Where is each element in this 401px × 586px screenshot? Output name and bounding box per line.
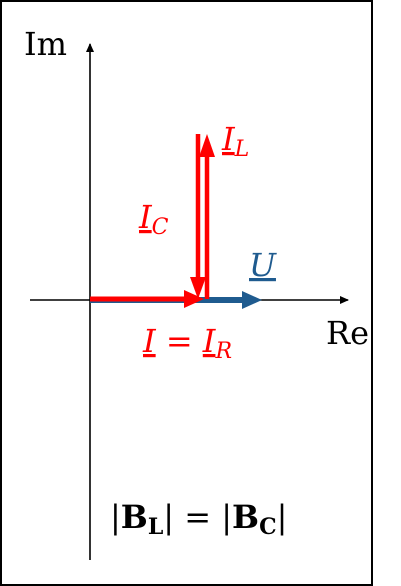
current-C-head <box>190 277 206 299</box>
voltage-label: U <box>249 246 277 284</box>
current-L-head <box>199 134 215 157</box>
real-axis-label: Re <box>326 314 369 352</box>
resonance-condition: |BL| = |BC| <box>110 498 287 540</box>
voltage-phasor-head <box>242 291 262 309</box>
diagram-frame <box>0 0 373 586</box>
current-total-label: I = IR <box>142 322 232 364</box>
current-total-head <box>184 290 204 308</box>
current-L-label: IL <box>221 120 249 162</box>
current-C-label: IC <box>138 198 169 240</box>
imag-axis-label: Im <box>24 25 67 63</box>
